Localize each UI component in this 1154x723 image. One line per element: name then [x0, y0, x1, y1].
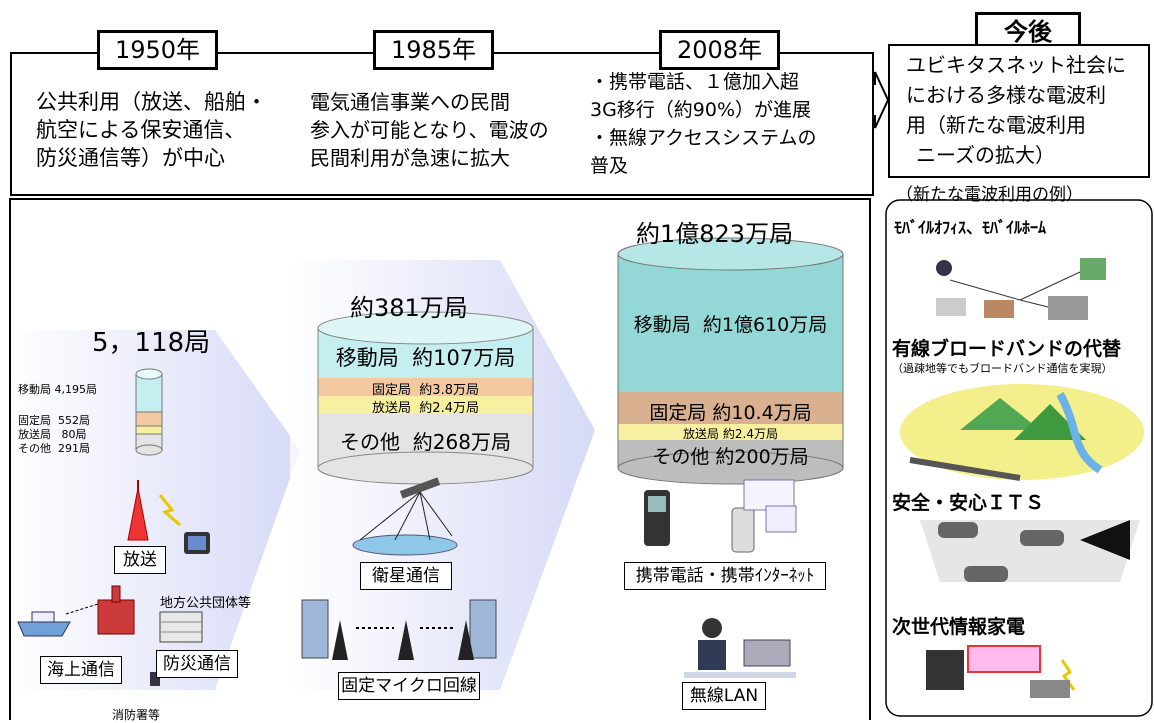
- year-tag-1985: 1985年: [373, 30, 494, 70]
- ship-icon: [17, 611, 71, 637]
- broadband-terrain-illustration: [900, 384, 1144, 481]
- year-tag-2008: 2008年: [659, 30, 780, 70]
- total-2008: 約1億823万局: [636, 220, 794, 248]
- future-desc: ユビキタスネット社会に における多様な電波利 用（新たな電波利用 ニーズの拡大）: [906, 53, 1126, 167]
- broadcast-tower-icon: [127, 480, 181, 541]
- label-broadcast: 放送: [114, 546, 166, 574]
- example-broadband: 有線ブロードバンドの代替: [892, 338, 1121, 360]
- its-road-illustration: [920, 520, 1140, 582]
- microwave-tower-icon: [301, 599, 497, 660]
- seg-2008-fixed: 固定局 約10.4万局: [649, 402, 812, 424]
- label-maritime: 海上通信: [40, 656, 122, 684]
- building-icon: [97, 585, 135, 635]
- period-desc-2008: ・携帯電話、１億加入超 3G移行（約90%）が進展 ・無線アクセスシステムの 普…: [590, 71, 817, 177]
- laptop-user-icon: [684, 618, 796, 678]
- label-fire: 消防署等: [112, 708, 161, 722]
- example-broadband-note: （過疎地等でもブロードバンド通信を実現）: [892, 362, 1113, 375]
- period-box-1950-2008: [10, 52, 874, 196]
- total-1985: 約381万局: [350, 294, 468, 322]
- label-wlan: 無線LAN: [682, 682, 766, 710]
- breakdown-1950-broadcast: 放送局 80局: [18, 428, 87, 441]
- cylinder-1985: [317, 311, 534, 485]
- tv-icon: [184, 532, 210, 554]
- seg-1985-other: その他 約268万局: [340, 430, 511, 454]
- examples-header: （新たな電波利用の例）: [896, 185, 1083, 205]
- history-panel: [9, 198, 871, 720]
- smartphone-icon: [731, 479, 797, 553]
- seg-1985-mobile: 移動局 約107万局: [335, 346, 516, 370]
- office-building-icon: [159, 611, 203, 643]
- label-microwave: 固定マイクロ回線: [338, 672, 480, 700]
- radio-operator-icon: [150, 672, 160, 686]
- breakdown-1950-fixed: 固定局 552局: [18, 414, 90, 427]
- label-satellite: 衛星通信: [360, 562, 452, 590]
- examples-panel: [885, 199, 1153, 717]
- mobile-office-illustration: [936, 258, 1106, 320]
- satellite-dish-icon: [352, 477, 458, 556]
- label-mobile-internet: 携帯電話・携帯ｲﾝﾀｰﾈｯﾄ: [624, 562, 826, 590]
- cylinder-2008: [617, 237, 844, 485]
- breakdown-1950-other: その他 291局: [18, 442, 90, 455]
- example-appliance: 次世代情報家電: [892, 616, 1026, 638]
- seg-2008-broadcast: 放送局 約2.4万局: [683, 427, 778, 441]
- breakdown-1950-mobile: 移動局 4,195局: [18, 383, 97, 396]
- maritime-link-arrow: [65, 603, 99, 615]
- period-desc-1985: 電気通信事業への民間 参入が可能となり、電波の 民間利用が急速に拡大: [310, 90, 549, 170]
- information-appliance-illustration: [926, 645, 1076, 698]
- year-tag-1950: 1950年: [97, 30, 218, 70]
- total-1950: 5，118局: [92, 328, 211, 358]
- period-desc-1950: 公共利用（放送、船舶・ 航空による保安通信、 防災通信等）が中心: [36, 90, 267, 170]
- seg-2008-other: その他 約200万局: [652, 446, 809, 468]
- mobile-phone-icon: [644, 490, 670, 546]
- label-disaster: 防災通信: [156, 650, 238, 678]
- seg-2008-mobile: 移動局 約1億610万局: [633, 314, 828, 336]
- seg-1985-fixed: 固定局 約3.8万局: [372, 383, 479, 398]
- example-its: 安全・安心ＩＴＳ: [892, 492, 1045, 514]
- seg-1985-broadcast: 放送局 約2.4万局: [372, 401, 479, 416]
- cylinder-1950: [135, 368, 163, 456]
- future-box: [888, 44, 1150, 178]
- label-local-gov: 地方公共団体等: [160, 596, 252, 611]
- growth-arrow-1: [10, 330, 300, 690]
- example-mobile-office: ﾓﾊﾞｲﾙｵﾌｨｽ、ﾓﾊﾞｲﾙﾎｰﾑ: [894, 218, 1047, 237]
